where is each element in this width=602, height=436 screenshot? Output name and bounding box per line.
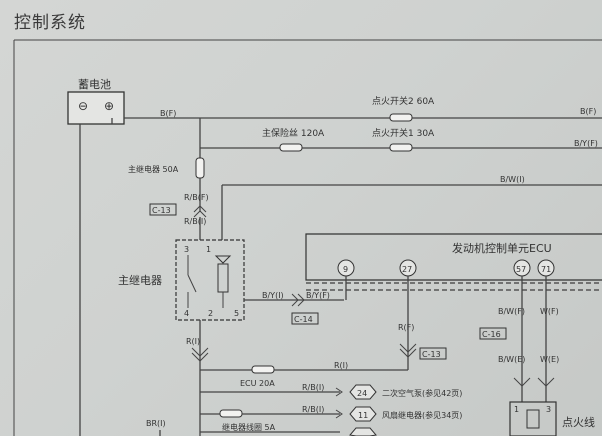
relay-pin-1: 1	[206, 245, 211, 254]
ref-3-hex	[349, 427, 377, 436]
relay-pin-3: 3	[184, 245, 189, 254]
relay-coil-icon	[217, 263, 229, 293]
wire-label-ecu-r: R(I)	[334, 361, 348, 370]
page-title: 控制系统	[14, 13, 86, 33]
ignition-connector-icon	[513, 377, 555, 387]
relay-contact-switch	[187, 274, 197, 293]
wire-label-bat-out: B(F)	[160, 109, 176, 118]
wire-label-br: BR(I)	[146, 419, 166, 428]
fuse-ign1-icon	[389, 143, 413, 152]
ignition-coil-icon	[526, 409, 540, 429]
connector-c14-box	[291, 312, 319, 325]
battery-box	[67, 91, 125, 125]
fuse-relay-coil-icon	[219, 409, 243, 418]
ref-11-arrow-icon	[335, 409, 343, 419]
ref-24-num: 24	[357, 389, 367, 398]
battery-label: 蓄电池	[78, 78, 111, 91]
connector-c13a-box	[149, 203, 177, 216]
wire-label-top-right-1: B(F)	[580, 107, 596, 116]
relay-pin-5: 5	[234, 309, 239, 318]
fuse-ign1-label: 点火开关1 30A	[372, 127, 435, 139]
ignition-coil-box	[509, 401, 557, 436]
relay-pin-4: 4	[184, 309, 189, 318]
main-relay-label: 主继电器	[118, 274, 162, 287]
fuse-ecu-icon	[251, 365, 275, 374]
connector-c13a-icon	[193, 205, 207, 218]
wire-label-top-right-2: B/Y(F)	[574, 139, 598, 148]
wire-label-relay-out-1: B/Y(I)	[262, 291, 284, 300]
wire-label-bw-e: B/W(E)	[498, 355, 525, 364]
wire-label-rb2: R/B(I)	[302, 405, 324, 414]
ignition-label: 点火线	[562, 415, 595, 429]
wire-label-bw: B/W(I)	[500, 175, 525, 184]
ref-24-hex	[349, 384, 377, 400]
ref-24-text: 二次空气泵(参见42页)	[382, 388, 462, 398]
ecu-pin-9: 9	[343, 265, 348, 274]
connector-c14-icon	[291, 293, 305, 307]
main-relay-box	[175, 239, 245, 321]
ecu-pin-27: 27	[402, 265, 412, 274]
ecu-box	[305, 233, 602, 281]
wire-label-w-f: W(F)	[540, 307, 559, 316]
battery-minus-icon: ⊖	[78, 99, 88, 113]
ecu-pin-57: 57	[516, 265, 526, 274]
wire-label-rb1: R/B(I)	[302, 383, 324, 392]
ref-24-arrow-icon	[335, 387, 343, 397]
relay-bottom-connector-icon	[191, 347, 209, 362]
connector-c16-box	[479, 327, 507, 340]
fuse-ign2-label: 点火开关2 60A	[372, 95, 435, 107]
fuse-main-relay-label: 主继电器 50A	[128, 164, 179, 174]
ecu-pin-71: 71	[541, 265, 551, 274]
wire-label-relay-r: R(I)	[186, 337, 200, 346]
ignition-pin-3: 3	[546, 405, 551, 414]
relay-pin-2: 2	[208, 309, 213, 318]
fuse-ecu-label: ECU 20A	[240, 379, 275, 388]
connector-c13b-box	[419, 347, 447, 360]
ref-11-num: 11	[358, 411, 368, 420]
wire-label-ecu-rf: R(F)	[398, 323, 414, 332]
fuse-main-relay-icon	[195, 157, 205, 179]
fuse-relay-coil-label: 继电器线圈 5A	[222, 422, 276, 432]
connector-c13b-label: C-13	[422, 350, 441, 359]
connector-c13b-icon	[399, 343, 417, 358]
wire-label-relay-in-1: R/B(F)	[184, 193, 209, 202]
fuse-main-label: 主保险丝 120A	[262, 127, 325, 139]
ignition-pin-1: 1	[514, 405, 519, 414]
battery-plus-icon: ⊕	[104, 99, 114, 113]
ecu-title: 发动机控制单元ECU	[452, 241, 552, 255]
wire-label-bw-f: B/W(F)	[498, 307, 525, 316]
ref-11-text: 风扇继电器(参见34页)	[382, 410, 462, 420]
wire-label-relay-out-2: B/Y(F)	[306, 291, 330, 300]
fuse-ign2-icon	[389, 113, 413, 122]
ref-11-hex	[349, 406, 377, 422]
wire-label-w-e: W(E)	[540, 355, 559, 364]
fuse-main-icon	[279, 143, 303, 152]
wire-label-relay-in-2: R/B(I)	[184, 217, 206, 226]
connector-c16-label: C-16	[482, 330, 501, 339]
connector-c13a-label: C-13	[152, 206, 171, 215]
relay-diode-icon	[214, 255, 232, 264]
connector-c14-label: C-14	[294, 315, 313, 324]
